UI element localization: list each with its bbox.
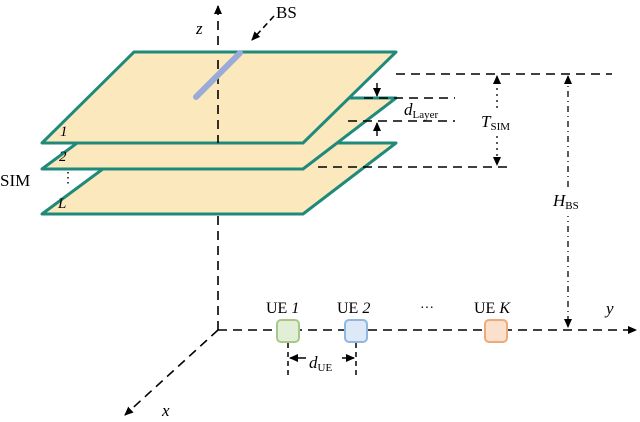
d-ue-label: dUE <box>309 353 332 374</box>
ue-K-label: UE K <box>474 300 511 317</box>
x-axis-label: x <box>161 401 170 420</box>
ue-K-box <box>484 319 508 343</box>
ue-1-box <box>276 319 300 343</box>
ue-2-box <box>344 319 368 343</box>
ue-dots: ··· <box>420 301 434 316</box>
bs-arrow <box>251 15 275 41</box>
sim-layer-1 <box>40 50 398 145</box>
ue-2-label: UE 2 <box>337 300 370 317</box>
layer-label-L: L <box>57 196 66 212</box>
bs-label: BS <box>276 3 297 22</box>
layer-label-1: 1 <box>60 124 68 140</box>
z-axis-label: z <box>195 19 203 38</box>
x-axis <box>124 329 219 416</box>
ue-1-label: UE 1 <box>266 300 299 317</box>
layer-label-2: 2 <box>59 149 67 165</box>
ue-group: UE 1 UE 2 ··· UE K <box>266 300 511 343</box>
y-axis-label: y <box>604 299 614 318</box>
bs-antenna <box>193 50 243 100</box>
layer-dots: ⋮ <box>61 171 75 186</box>
sim-layers <box>40 50 398 216</box>
t-sim-label: TSIM <box>481 112 510 133</box>
d-layer-label: dLayer <box>404 100 438 121</box>
sim-label: SIM <box>0 171 30 190</box>
h-bs-label: HBS <box>552 191 579 212</box>
